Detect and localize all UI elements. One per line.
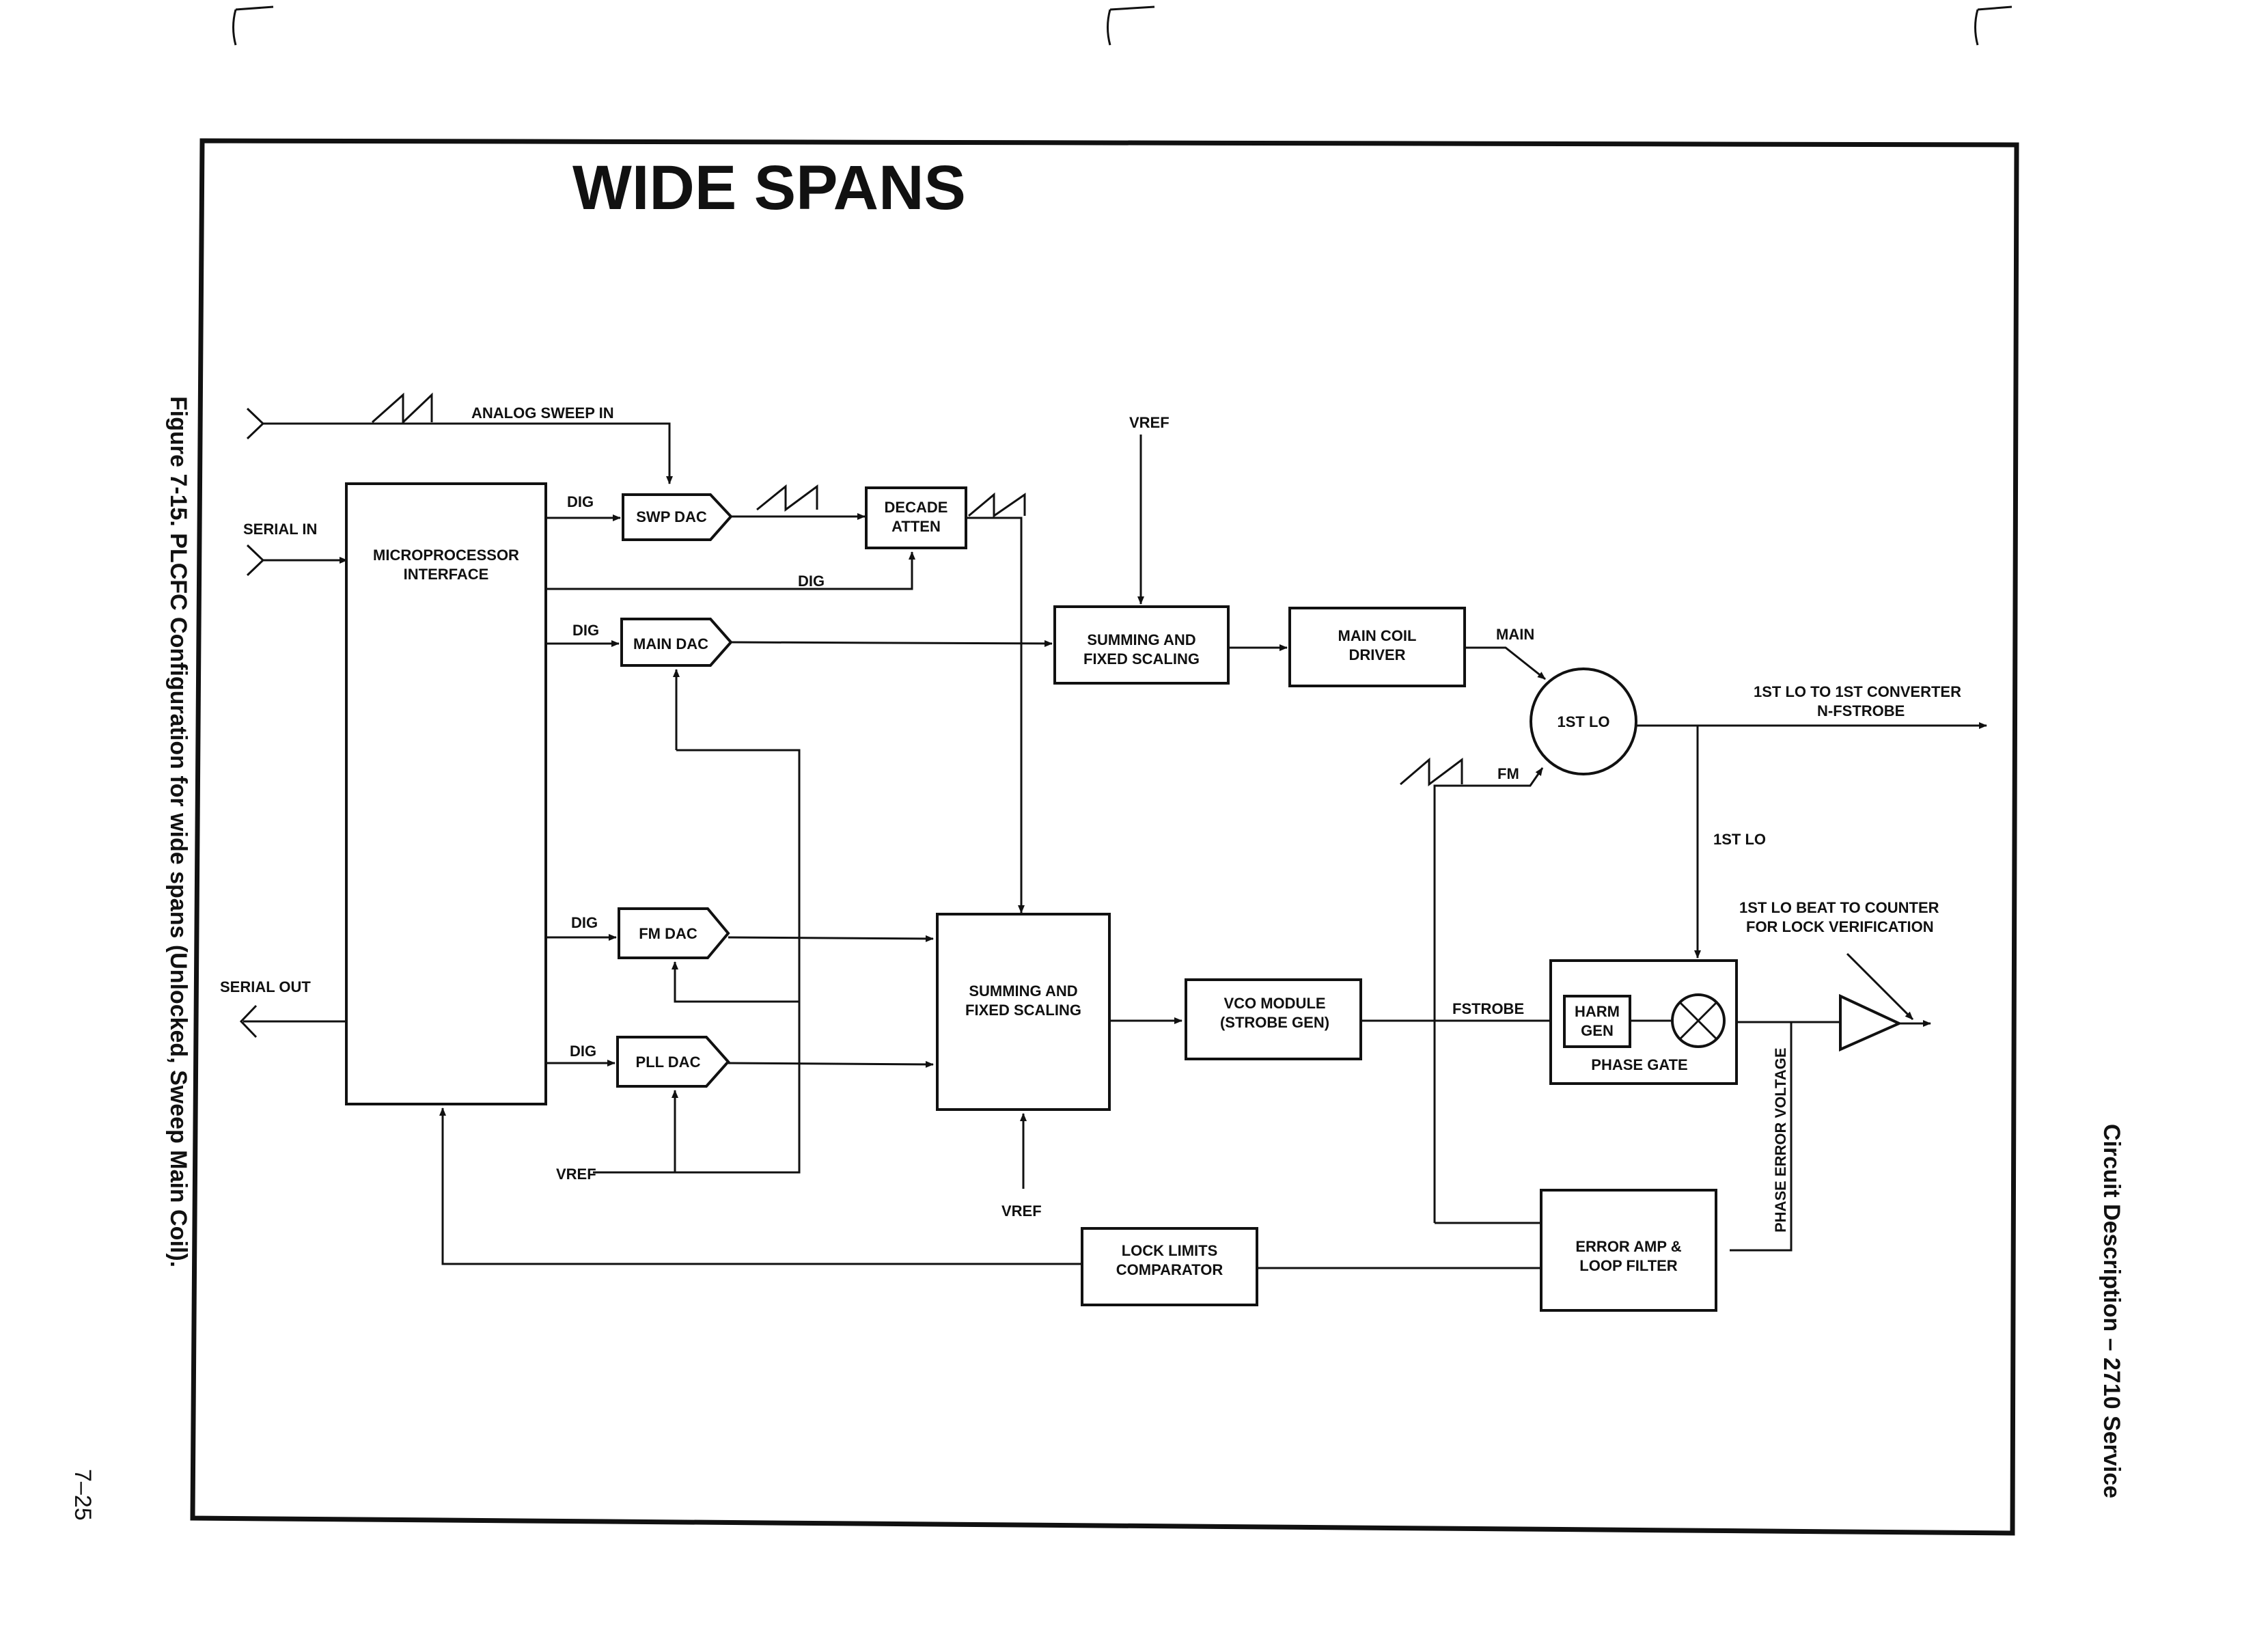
sawtooth-icon	[372, 392, 433, 425]
sawtooth-icon	[968, 492, 1026, 518]
harm-gen-line1: HARM	[1575, 1003, 1620, 1020]
swp-dac-block	[622, 493, 733, 541]
comparator-to-micro-line	[439, 1107, 1082, 1265]
microprocessor-line1: MICROPROCESSOR	[373, 547, 519, 564]
first-lo-circle	[1530, 667, 1637, 775]
phase-error-voltage-label: PHASE ERROR VOLTAGE	[1772, 1047, 1789, 1233]
phase-gate-label: PHASE GATE	[1591, 1056, 1687, 1073]
pll-dac-to-summing-line	[728, 1060, 934, 1068]
phase-error-line	[1730, 1022, 1793, 1252]
summing-top-line2: FIXED SCALING	[1083, 650, 1200, 667]
amplifier-icon	[1839, 993, 1903, 1052]
dig-label: DIG	[571, 914, 598, 931]
first-lo-label: 1ST LO	[1557, 713, 1609, 730]
corner-mark	[232, 9, 237, 46]
input-connector	[246, 407, 265, 440]
lock-limits-line1: LOCK LIMITS	[1122, 1242, 1218, 1259]
driver-to-lo-line	[1465, 646, 1546, 680]
decade-atten-line1: DECADE	[885, 499, 948, 516]
side-header: Circuit Description – 2710 Service	[2099, 1124, 2125, 1498]
dig-label: DIG	[567, 493, 594, 510]
main-label: MAIN	[1496, 626, 1534, 643]
fm-line	[1433, 767, 1544, 1223]
summing-bottom-line2: FIXED SCALING	[965, 1002, 1081, 1019]
main-coil-driver-line1: MAIN COIL	[1338, 627, 1417, 644]
vref-label: VREF	[1129, 414, 1170, 431]
dig-label: DIG	[798, 573, 825, 590]
diagram-frame	[190, 138, 2019, 1536]
diagram-title: WIDE SPANS	[572, 153, 966, 223]
lo-to-converter-line2: N-FSTROBE	[1817, 702, 1905, 719]
main-coil-driver-block	[1288, 607, 1466, 687]
decade-atten-line2: ATTEN	[891, 518, 941, 535]
figure-caption: Figure 7-15. PLCFC Configuration for wid…	[165, 396, 191, 1267]
lock-limits-block	[1081, 1227, 1258, 1306]
page-number: 7–25	[70, 1469, 96, 1521]
serial-out-label: SERIAL OUT	[220, 978, 311, 995]
pll-dac-label: PLL DAC	[636, 1054, 701, 1071]
fstrobe-label: FSTROBE	[1452, 1000, 1524, 1017]
vref-to-fm-dac-line	[672, 961, 799, 1003]
lo-beat-line1: 1ST LO BEAT TO COUNTER	[1739, 899, 1939, 916]
fm-dac-to-summing-line	[728, 935, 934, 942]
harm-gen-line2: GEN	[1581, 1022, 1614, 1039]
corner-mark	[1977, 5, 2012, 11]
lock-limits-line2: COMPARATOR	[1116, 1261, 1223, 1278]
main-coil-driver-line2: DRIVER	[1348, 646, 1405, 663]
lo-to-converter-line1: 1ST LO TO 1ST CONVERTER	[1754, 683, 1961, 700]
error-amp-line2: LOOP FILTER	[1579, 1257, 1678, 1274]
corner-mark	[1109, 5, 1155, 11]
dig-label: DIG	[570, 1043, 596, 1060]
analog-sweep-in-label: ANALOG SWEEP IN	[471, 404, 614, 422]
summing-top-line1: SUMMING AND	[1087, 631, 1195, 648]
swp-dac-label: SWP DAC	[636, 508, 707, 525]
corner-mark	[1974, 9, 1979, 46]
output-connector	[239, 1004, 258, 1038]
summing-bottom-line1: SUMMING AND	[969, 982, 1077, 1000]
vref-bus-line	[593, 749, 801, 1174]
sawtooth-icon	[1400, 757, 1463, 786]
lo-beat-arrow	[1846, 952, 1914, 1021]
fm-dac-block	[618, 907, 730, 959]
vco-module-line2: (STROBE GEN)	[1220, 1014, 1329, 1031]
main-dac-block	[620, 618, 733, 667]
corner-mark	[1107, 9, 1111, 46]
vco-module-line1: VCO MODULE	[1223, 995, 1325, 1012]
error-amp-block	[1540, 1189, 1717, 1312]
first-lo-line-label: 1ST LO	[1713, 831, 1766, 848]
vref-label: VREF	[1001, 1202, 1042, 1220]
main-dac-to-summing-line	[730, 639, 1053, 647]
vref-label: VREF	[556, 1166, 596, 1183]
dig-label: DIG	[572, 622, 599, 639]
microprocessor-interface-block	[345, 482, 547, 1105]
input-connector	[246, 544, 265, 577]
fm-dac-label: FM DAC	[639, 925, 697, 942]
pll-dac-block	[616, 1036, 730, 1088]
main-dac-label: MAIN DAC	[633, 635, 708, 652]
sawtooth-icon	[756, 484, 818, 512]
corner-mark	[235, 5, 274, 11]
decade-to-summing-line	[966, 517, 1025, 913]
lo-beat-line2: FOR LOCK VERIFICATION	[1746, 918, 1934, 935]
error-amp-line1: ERROR AMP &	[1575, 1238, 1681, 1255]
summing-bottom-block	[936, 913, 1111, 1111]
microprocessor-line2: INTERFACE	[404, 566, 489, 583]
serial-in-label: SERIAL IN	[243, 521, 317, 538]
analog-sweep-line	[263, 422, 673, 484]
vco-module-block	[1185, 978, 1362, 1060]
fm-label: FM	[1497, 765, 1519, 782]
summing-top-block	[1053, 605, 1230, 685]
mixer-cross	[1678, 1001, 1718, 1041]
dig-line	[546, 551, 915, 590]
